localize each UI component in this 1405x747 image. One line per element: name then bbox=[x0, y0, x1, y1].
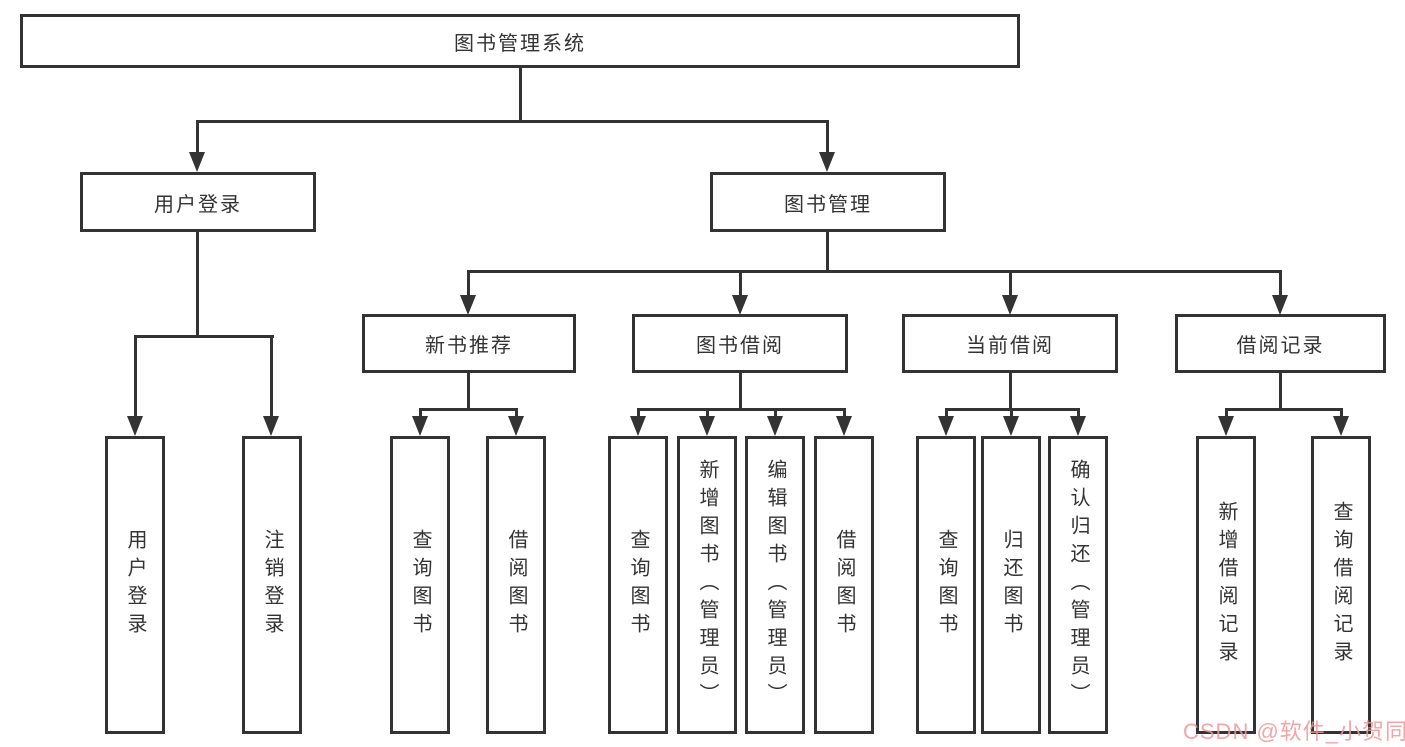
leaf-confirm-return-admin: 确认归还（管理员） bbox=[1048, 436, 1108, 734]
connector bbox=[739, 372, 742, 408]
connector bbox=[826, 232, 829, 270]
leaf-add-books-admin-label: 新增图书（管理员） bbox=[696, 459, 718, 711]
arrow-down bbox=[938, 416, 954, 436]
connector bbox=[467, 270, 470, 297]
arrow-down bbox=[836, 416, 852, 436]
leaf-return-books: 归还图书 bbox=[981, 436, 1041, 734]
connector bbox=[826, 120, 829, 154]
connector bbox=[1340, 408, 1343, 418]
leaf-return-books-label: 归还图书 bbox=[1000, 529, 1022, 641]
leaf-confirm-return-admin-label: 确认归还（管理员） bbox=[1067, 459, 1089, 711]
leaf-query-books-borrowing: 查询图书 bbox=[608, 436, 668, 734]
connector bbox=[1279, 270, 1282, 297]
connector bbox=[1009, 372, 1012, 408]
connector bbox=[419, 408, 518, 411]
connector bbox=[1010, 408, 1013, 418]
leaf-query-borrow-record-label: 查询借阅记录 bbox=[1330, 501, 1352, 669]
node-new-book-recommend: 新书推荐 bbox=[362, 314, 576, 373]
node-book-management-label: 图书管理 bbox=[784, 193, 872, 216]
arrow-down bbox=[412, 416, 428, 436]
connector bbox=[134, 335, 274, 338]
arrow-down bbox=[1333, 416, 1349, 436]
leaf-add-books-admin: 新增图书（管理员） bbox=[677, 436, 737, 734]
leaf-query-books-current-label: 查询图书 bbox=[935, 529, 957, 641]
node-book-borrowing: 图书借阅 bbox=[632, 314, 848, 373]
arrow-down bbox=[1070, 416, 1086, 436]
node-book-borrowing-label: 图书借阅 bbox=[696, 335, 784, 357]
connector bbox=[843, 408, 846, 418]
arrow-down bbox=[819, 152, 835, 172]
arrow-down bbox=[1003, 416, 1019, 436]
leaf-query-books-recommend-label: 查询图书 bbox=[409, 529, 431, 641]
connector bbox=[1009, 270, 1012, 297]
connector bbox=[467, 372, 470, 408]
arrow-down bbox=[189, 152, 205, 172]
leaf-query-books-current: 查询图书 bbox=[916, 436, 976, 734]
connector bbox=[134, 335, 137, 417]
leaf-borrow-books-recommend: 借阅图书 bbox=[486, 436, 546, 734]
connector bbox=[706, 408, 709, 418]
arrow-down bbox=[508, 416, 524, 436]
node-borrow-records: 借阅记录 bbox=[1175, 314, 1386, 373]
leaf-edit-books-admin: 编辑图书（管理员） bbox=[745, 436, 805, 734]
node-new-book-recommend-label: 新书推荐 bbox=[425, 335, 513, 357]
leaf-logout: 注销登录 bbox=[242, 436, 302, 734]
arrow-down bbox=[460, 295, 476, 315]
leaf-query-books-borrowing-label: 查询图书 bbox=[627, 529, 649, 641]
leaf-borrow-books: 借阅图书 bbox=[814, 436, 874, 734]
connector bbox=[515, 408, 518, 418]
node-user-login-label: 用户登录 bbox=[154, 193, 242, 216]
leaf-add-borrow-record-label: 新增借阅记录 bbox=[1215, 501, 1237, 669]
arrow-down bbox=[1272, 295, 1288, 315]
csdn-watermark: CSDN @软件_小贺同学 bbox=[1183, 719, 1405, 744]
arrow-down bbox=[699, 416, 715, 436]
connector bbox=[196, 120, 199, 154]
leaf-borrow-books-label: 借阅图书 bbox=[833, 529, 855, 641]
node-book-management: 图书管理 bbox=[710, 172, 946, 232]
leaf-add-borrow-record: 新增借阅记录 bbox=[1196, 436, 1256, 734]
node-user-login: 用户登录 bbox=[80, 172, 316, 232]
arrow-down bbox=[1218, 416, 1234, 436]
connector bbox=[419, 408, 422, 418]
arrow-down bbox=[263, 416, 279, 436]
connector bbox=[774, 408, 777, 418]
arrow-down bbox=[127, 416, 143, 436]
leaf-borrow-books-recommend-label: 借阅图书 bbox=[505, 529, 527, 641]
connector bbox=[196, 232, 199, 335]
node-current-borrowing-label: 当前借阅 bbox=[966, 335, 1054, 357]
leaf-user-login: 用户登录 bbox=[105, 436, 165, 734]
leaf-edit-books-admin-label: 编辑图书（管理员） bbox=[764, 459, 786, 711]
connector bbox=[1225, 408, 1343, 411]
arrow-down bbox=[732, 295, 748, 315]
connector bbox=[467, 270, 1281, 273]
arrow-down bbox=[767, 416, 783, 436]
connector bbox=[637, 408, 846, 411]
connector bbox=[519, 68, 522, 121]
leaf-logout-label: 注销登录 bbox=[261, 529, 283, 641]
connector bbox=[945, 408, 948, 418]
connector bbox=[739, 270, 742, 297]
arrow-down bbox=[1002, 295, 1018, 315]
arrow-down bbox=[630, 416, 646, 436]
connector bbox=[1225, 408, 1228, 418]
connector bbox=[270, 335, 273, 417]
node-borrow-records-label: 借阅记录 bbox=[1236, 335, 1325, 357]
leaf-user-login-label: 用户登录 bbox=[124, 529, 146, 641]
connector bbox=[1279, 372, 1282, 408]
node-root: 图书管理系统 bbox=[20, 14, 1020, 68]
connector bbox=[1077, 408, 1080, 418]
node-current-borrowing: 当前借阅 bbox=[902, 314, 1118, 373]
node-root-label: 图书管理系统 bbox=[454, 32, 586, 55]
leaf-query-books-recommend: 查询图书 bbox=[390, 436, 450, 734]
connector bbox=[196, 120, 829, 123]
connector bbox=[637, 408, 640, 418]
leaf-query-borrow-record: 查询借阅记录 bbox=[1311, 436, 1371, 734]
